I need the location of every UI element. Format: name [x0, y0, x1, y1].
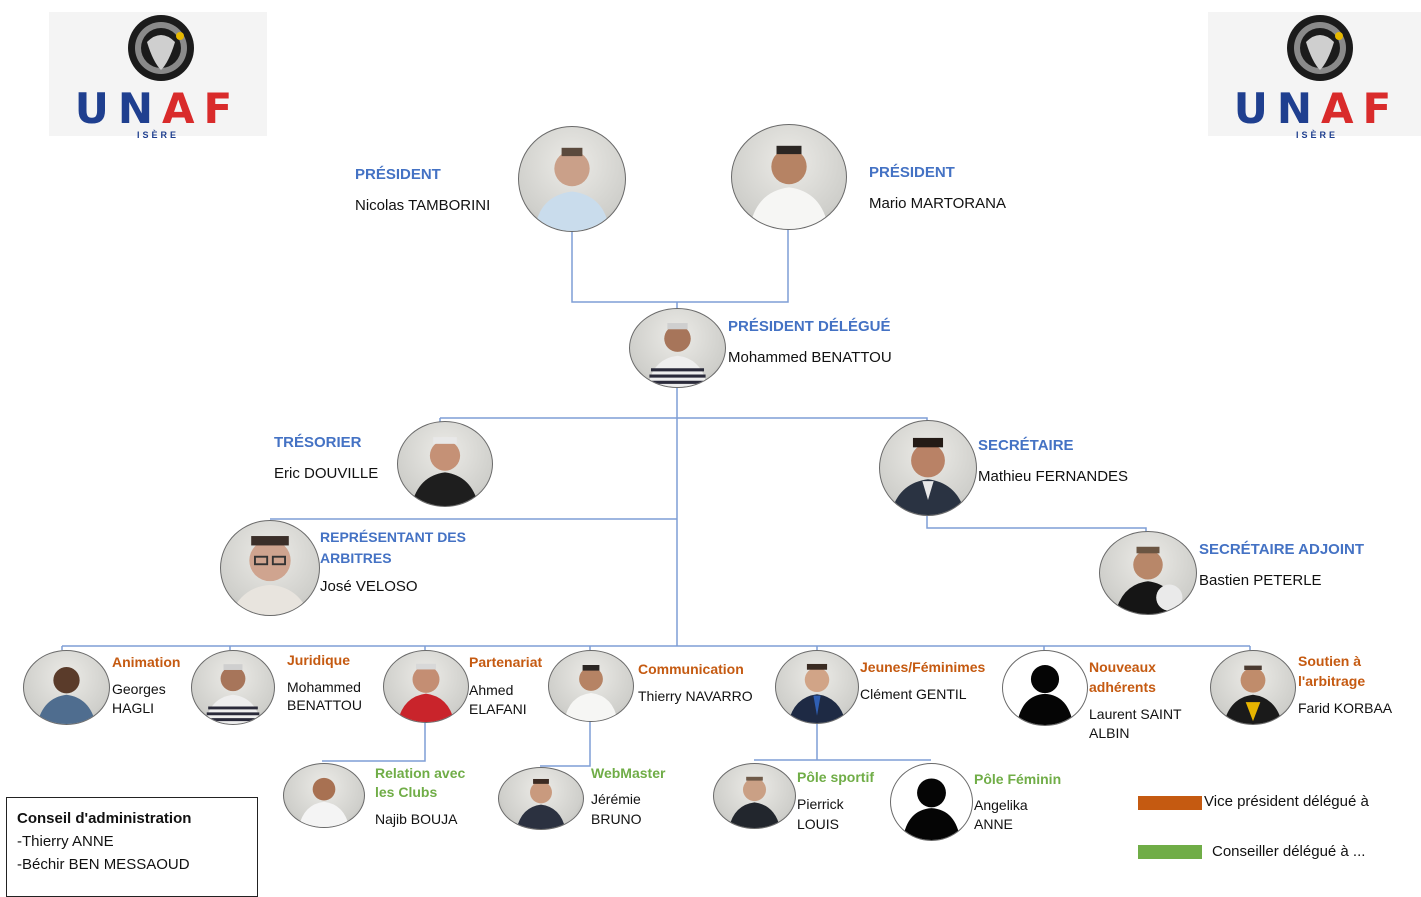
role-tresorier: TRÉSORIER	[274, 434, 362, 451]
name-partenariat-line1: Ahmed	[469, 682, 514, 698]
photo-soutien-arbitrage	[1210, 650, 1296, 725]
photo-president-2	[731, 124, 847, 230]
name-soutien-arbitrage: Farid KORBAA	[1298, 700, 1393, 716]
council-box: Conseil d'administration -Thierry ANNE -…	[6, 797, 258, 897]
unaf-logo-left: UNAF ISÈRE	[49, 12, 267, 140]
role-jeunes-feminines: Jeunes/Féminimes	[860, 659, 986, 675]
role-soutien-arbitrage-line2: l'arbitrage	[1298, 673, 1366, 689]
photo-relation-clubs	[283, 763, 365, 828]
role-secretaire: SECRÉTAIRE	[978, 437, 1074, 454]
name-animation-line1: Georges	[112, 681, 166, 697]
name-partenariat-line2: ELAFANI	[469, 701, 527, 717]
role-representant-arbitres-line2: ARBITRES	[320, 550, 392, 566]
name-representant-arbitres: José VELOSO	[320, 578, 418, 595]
role-pole-sportif: Pôle sportif	[797, 769, 875, 785]
role-secretaire-adjoint: SECRÉTAIRE ADJOINT	[1199, 541, 1365, 558]
role-soutien-arbitrage-line1: Soutien à	[1298, 653, 1362, 669]
name-relation-clubs: Najib BOUJA	[375, 811, 458, 827]
role-president-2: PRÉSIDENT	[869, 164, 955, 181]
role-webmaster: WebMaster	[591, 765, 666, 781]
name-president-delegue: Mohammed BENATTOU	[728, 349, 892, 366]
photo-pole-feminin	[890, 763, 973, 841]
photo-nouveaux-adherents	[1002, 650, 1088, 726]
logo-wordmark: UNAF	[1233, 84, 1401, 133]
name-pole-sportif-line1: Pierrick	[797, 796, 844, 812]
name-juridique-line2: BENATTOU	[287, 697, 362, 713]
name-webmaster-line2: BRUNO	[591, 811, 642, 827]
name-communication: Thierry NAVARRO	[638, 688, 753, 704]
role-relation-clubs-line2: les Clubs	[375, 784, 438, 800]
name-secretaire-adjoint: Bastien PETERLE	[1199, 572, 1322, 589]
photo-president-delegue	[629, 308, 726, 388]
name-nouveaux-adherents-line2: ALBIN	[1089, 725, 1130, 741]
name-president-1: Nicolas TAMBORINI	[355, 197, 491, 214]
football-icon	[1287, 15, 1353, 81]
logo-subtitle: ISÈRE	[1295, 130, 1338, 140]
legend-label-conseiller: Conseiller délégué à ...	[1212, 843, 1366, 860]
name-jeunes-feminines: Clément GENTIL	[860, 686, 967, 702]
logo-wordmark: UNAF	[74, 84, 242, 133]
council-member: -Béchir BEN MESSAOUD	[17, 856, 190, 873]
role-president-delegue: PRÉSIDENT DÉLÉGUÉ	[728, 318, 891, 335]
name-juridique-line1: Mohammed	[287, 679, 361, 695]
role-relation-clubs-line1: Relation avec	[375, 765, 466, 781]
role-animation: Animation	[112, 654, 181, 670]
role-nouveaux-adherents-line1: Nouveaux	[1089, 659, 1156, 675]
name-pole-sportif-line2: LOUIS	[797, 816, 840, 832]
legend-label-vice-president: Vice président délégué à	[1204, 793, 1369, 810]
photo-webmaster	[498, 767, 584, 830]
name-pole-feminin-line2: ANNE	[974, 816, 1013, 832]
photo-tresorier	[397, 421, 493, 507]
role-president-1: PRÉSIDENT	[355, 166, 441, 183]
name-animation-line2: HAGLI	[112, 700, 155, 716]
photo-communication	[548, 650, 634, 722]
legend-swatch-conseiller	[1138, 845, 1202, 859]
photo-partenariat	[383, 650, 469, 723]
photo-juridique	[191, 650, 275, 725]
photo-president-1	[518, 126, 626, 232]
photo-pole-sportif	[713, 763, 796, 829]
role-representant-arbitres-line1: REPRÉSENTANT DES	[320, 529, 466, 545]
photo-secretaire	[879, 420, 977, 516]
role-pole-feminin: Pôle Féminin	[974, 771, 1062, 787]
name-nouveaux-adherents-line1: Laurent SAINT	[1089, 706, 1182, 722]
role-communication: Communication	[638, 661, 744, 677]
role-partenariat: Partenariat	[469, 654, 543, 670]
football-icon	[128, 15, 194, 81]
name-webmaster-line1: Jérémie	[591, 791, 641, 807]
photo-representant-arbitres	[220, 520, 320, 616]
photo-secretaire-adjoint	[1099, 531, 1197, 615]
role-juridique: Juridique	[287, 652, 351, 668]
name-secretaire: Mathieu FERNANDES	[978, 468, 1129, 485]
unaf-logo-right: UNAF ISÈRE	[1208, 12, 1421, 140]
council-member: -Thierry ANNE	[17, 833, 114, 850]
name-pole-feminin-line1: Angelika	[974, 797, 1028, 813]
photo-animation	[23, 650, 110, 725]
council-title: Conseil d'administration	[17, 810, 192, 827]
logo-subtitle: ISÈRE	[136, 130, 179, 140]
legend-swatch-vice-president	[1138, 796, 1202, 810]
name-tresorier: Eric DOUVILLE	[274, 465, 379, 482]
name-president-2: Mario MARTORANA	[869, 195, 1006, 212]
role-nouveaux-adherents-line2: adhérents	[1089, 679, 1156, 695]
photo-jeunes-feminines	[775, 650, 859, 724]
